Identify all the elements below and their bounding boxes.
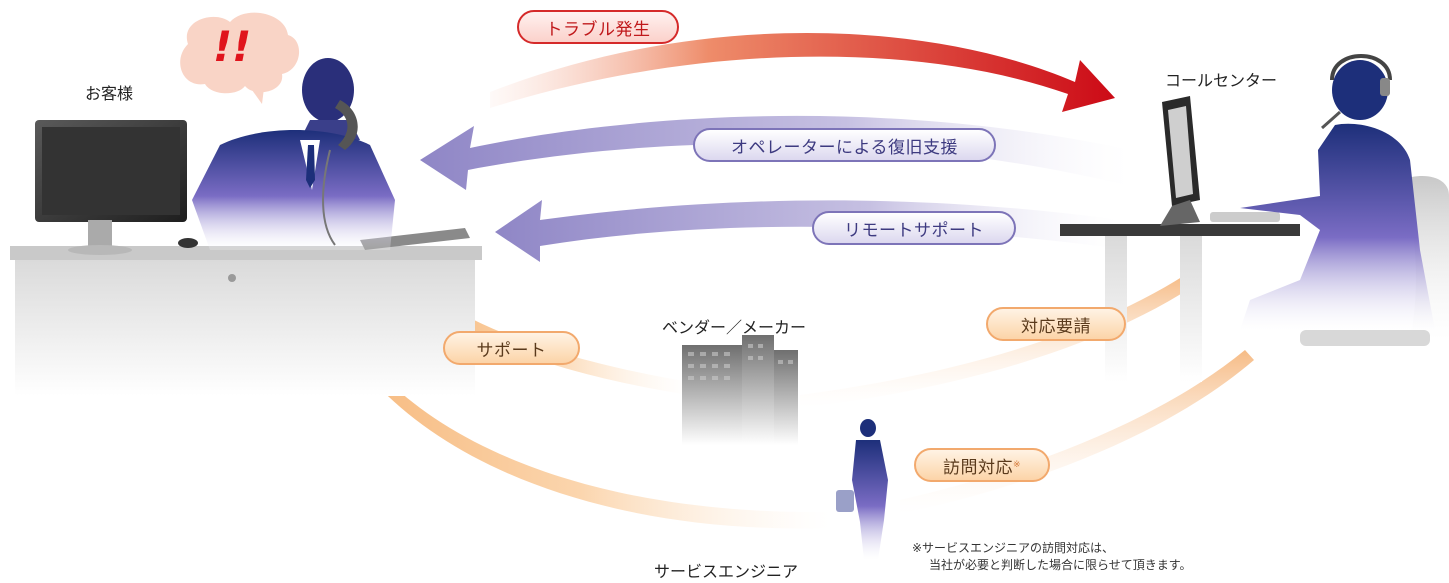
- engineer-to-customer-arrow: [328, 318, 830, 529]
- customer-computer-icon: [35, 120, 470, 255]
- visit-pill: 訪問対応※: [914, 448, 1050, 482]
- customer-person-icon: [192, 58, 395, 250]
- visit-pill-mark: ※: [1012, 460, 1022, 470]
- alert-mark: !!: [213, 22, 252, 71]
- footnote-line-2: 当社が必要と判断した場合に限らせて頂きます。: [929, 558, 1192, 572]
- footnote-line-1: ※サービスエンジニアの訪問対応は、: [912, 541, 1115, 555]
- support-pill: サポート: [443, 331, 580, 365]
- request-arrow: [800, 275, 1192, 408]
- trouble-pill: トラブル発生: [517, 10, 679, 44]
- customer-label: お客様: [85, 84, 134, 103]
- alert-bubble-icon: [180, 12, 300, 104]
- call-center-desk: [1060, 224, 1300, 382]
- vendor-label: ベンダー／メーカー: [662, 318, 807, 337]
- remote-support-arrow: [495, 200, 1120, 262]
- visit-footnote: ※サービスエンジニアの訪問対応は、 当社が必要と判断した場合に限らせて頂きます。: [912, 540, 1192, 574]
- remote-support-pill: リモートサポート: [812, 211, 1016, 245]
- trouble-arrow: [490, 33, 1115, 112]
- engineer-person-icon: [836, 419, 888, 560]
- call-center-computer-icon: [1160, 96, 1280, 226]
- request-pill: 対応要請: [986, 307, 1126, 341]
- vendor-building-icon: [682, 335, 798, 445]
- engineer-label: サービスエンジニア: [654, 562, 799, 581]
- customer-desk: [10, 246, 482, 396]
- operator-recovery-pill: オペレーターによる復旧支援: [693, 128, 996, 162]
- call-center-label: コールセンター: [1165, 71, 1278, 90]
- operator-person-icon: [1240, 54, 1435, 330]
- visit-pill-label: 訪問対応: [942, 457, 1013, 478]
- visit-arrow: [900, 350, 1254, 514]
